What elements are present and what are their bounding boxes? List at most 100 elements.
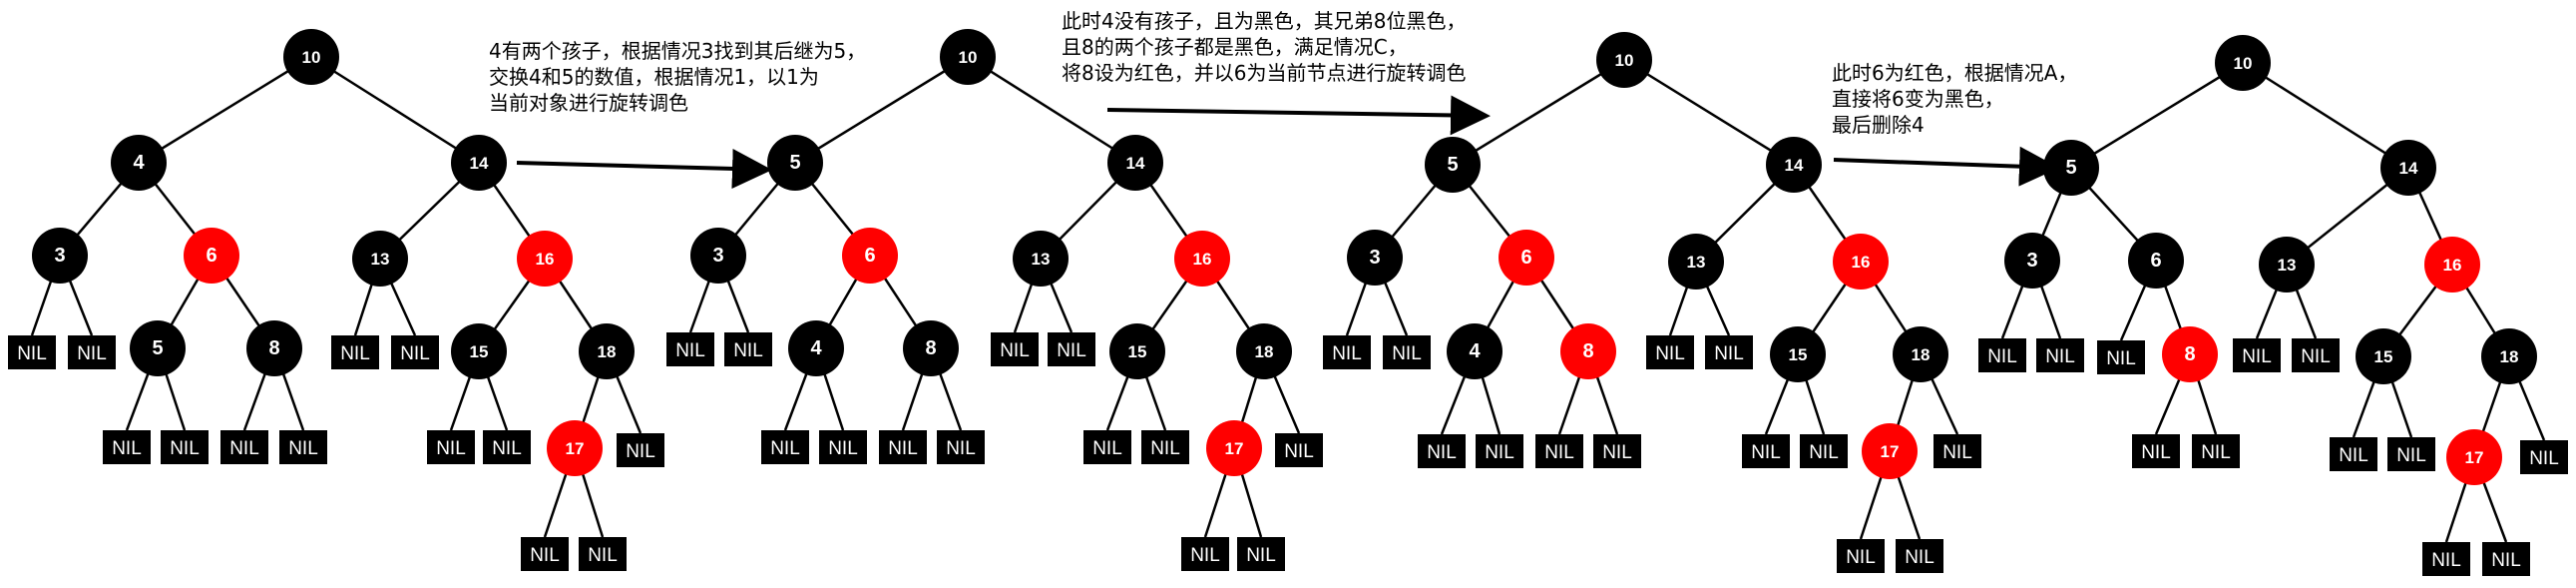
nil-box xyxy=(666,332,714,366)
node-circle xyxy=(1236,323,1292,379)
nil-leaf: NIL xyxy=(1978,338,2026,372)
node-circle xyxy=(2356,328,2411,384)
node-circle xyxy=(767,135,823,191)
node-circle xyxy=(690,228,746,284)
nil-label: NIL xyxy=(1987,346,2017,367)
tree-node-14: 14 xyxy=(1107,135,1163,191)
nil-label: NIL xyxy=(733,340,763,361)
nil-box xyxy=(1933,434,1981,468)
nil-label: NIL xyxy=(1246,545,1276,566)
tree-node-18: 18 xyxy=(1893,326,1948,382)
tree-node-5: 5 xyxy=(2043,140,2099,196)
note-line: 当前对象进行旋转调色 xyxy=(489,91,688,115)
tree-node-16: 16 xyxy=(1833,234,1889,290)
nil-leaf: NIL xyxy=(2387,437,2435,471)
nil-label: NIL xyxy=(2045,346,2075,367)
tree-node-6: 6 xyxy=(2128,233,2184,289)
tree-node-3: 3 xyxy=(2004,233,2060,289)
nil-leaf: NIL xyxy=(483,430,531,464)
node-circle xyxy=(130,320,186,376)
nil-box xyxy=(819,430,867,464)
node-label: 17 xyxy=(566,439,585,458)
node-label: 16 xyxy=(2443,256,2462,275)
nil-label: NIL xyxy=(1000,340,1030,361)
tree-edge xyxy=(2242,61,2409,170)
node-label: 3 xyxy=(2026,250,2037,272)
nil-box xyxy=(103,430,151,464)
node-label: 17 xyxy=(1881,442,1900,461)
note-line: 4有两个孩子，根据情况3找到其后继为5， xyxy=(489,39,867,63)
nil-label: NIL xyxy=(2242,346,2272,367)
tree-node-16: 16 xyxy=(2424,237,2480,293)
tree-edge xyxy=(138,55,312,165)
tree-node-17: 17 xyxy=(1206,420,1262,476)
nil-box xyxy=(2482,542,2530,576)
node-label: 3 xyxy=(1369,247,1380,269)
nil-box xyxy=(937,430,985,464)
tree-edge xyxy=(2070,61,2244,170)
nil-box xyxy=(761,430,809,464)
tree-edge xyxy=(1452,58,1625,167)
nil-label: NIL xyxy=(2396,445,2426,466)
nil-leaf: NIL xyxy=(1418,434,1466,468)
tree-node-6: 6 xyxy=(842,228,898,284)
nil-box xyxy=(2422,542,2470,576)
nil-leaf: NIL xyxy=(1535,434,1583,468)
node-label: 14 xyxy=(470,154,489,173)
step-arrow xyxy=(516,149,772,189)
nil-box xyxy=(1705,335,1753,369)
nil-leaf: NIL xyxy=(2330,437,2377,471)
nil-label: NIL xyxy=(675,340,705,361)
node-circle xyxy=(2004,233,2060,289)
node-label: 14 xyxy=(2399,159,2418,178)
tree-node-13: 13 xyxy=(1668,234,1724,290)
nil-box xyxy=(1237,537,1285,571)
node-circle xyxy=(579,323,635,379)
node-label: 4 xyxy=(810,337,822,359)
node-circle xyxy=(32,228,88,284)
node-label: 18 xyxy=(1912,345,1931,364)
nil-box xyxy=(1141,430,1189,464)
nil-box xyxy=(724,332,772,366)
tree-node-3: 3 xyxy=(1347,230,1403,286)
tree-node-5: 5 xyxy=(130,320,186,376)
nil-label: NIL xyxy=(288,438,318,459)
node-circle xyxy=(2128,233,2184,289)
nil-label: NIL xyxy=(1655,343,1685,364)
tree-node-10: 10 xyxy=(2215,35,2271,91)
nil-box xyxy=(1083,430,1131,464)
node-label: 13 xyxy=(1032,250,1051,269)
tree-node-8: 8 xyxy=(903,320,959,376)
node-label: 14 xyxy=(1126,154,1145,173)
tree-node-5: 5 xyxy=(1425,137,1481,193)
tree-edge xyxy=(310,55,480,165)
nil-leaf: NIL xyxy=(1181,537,1229,571)
nil-box xyxy=(2036,338,2084,372)
node-label: 15 xyxy=(1789,345,1808,364)
nil-leaf: NIL xyxy=(819,430,867,464)
nil-leaf: NIL xyxy=(1083,430,1131,464)
node-label: 13 xyxy=(2278,256,2297,275)
node-label: 4 xyxy=(133,152,145,174)
nil-leaf: NIL xyxy=(1237,537,1285,571)
nil-leaf: NIL xyxy=(1837,539,1885,573)
tree-node-13: 13 xyxy=(1013,231,1069,287)
tree-node-8: 8 xyxy=(1560,323,1616,379)
tree-node-13: 13 xyxy=(352,231,408,287)
tree-node-17: 17 xyxy=(1862,423,1918,479)
node-circle xyxy=(1596,32,1652,88)
note-line: 交换4和5的数值，根据情况1，以1为 xyxy=(489,65,819,89)
node-label: 4 xyxy=(1469,340,1481,362)
nil-leaf: NIL xyxy=(1896,539,1943,573)
node-circle xyxy=(1425,137,1481,193)
nil-leaf: NIL xyxy=(2233,338,2281,372)
nil-box xyxy=(1323,335,1371,369)
node-circle xyxy=(842,228,898,284)
nil-label: NIL xyxy=(340,343,370,364)
tree-edge xyxy=(967,55,1136,165)
node-label: 16 xyxy=(1852,253,1871,272)
nil-label: NIL xyxy=(229,438,259,459)
nil-box xyxy=(1418,434,1466,468)
